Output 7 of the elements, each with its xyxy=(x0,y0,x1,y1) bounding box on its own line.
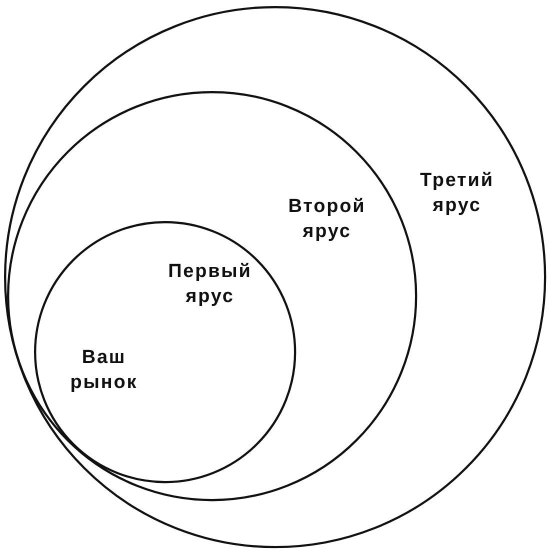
market-label: Ваш рынок xyxy=(70,346,138,395)
tier-circle xyxy=(34,220,296,484)
tier-label: Первый ярус xyxy=(168,260,252,309)
tier-circle xyxy=(6,90,418,502)
tier-circle xyxy=(4,6,546,548)
tier-label: Второй ярус xyxy=(288,194,366,244)
tier-label: Третий ярус xyxy=(420,168,494,218)
